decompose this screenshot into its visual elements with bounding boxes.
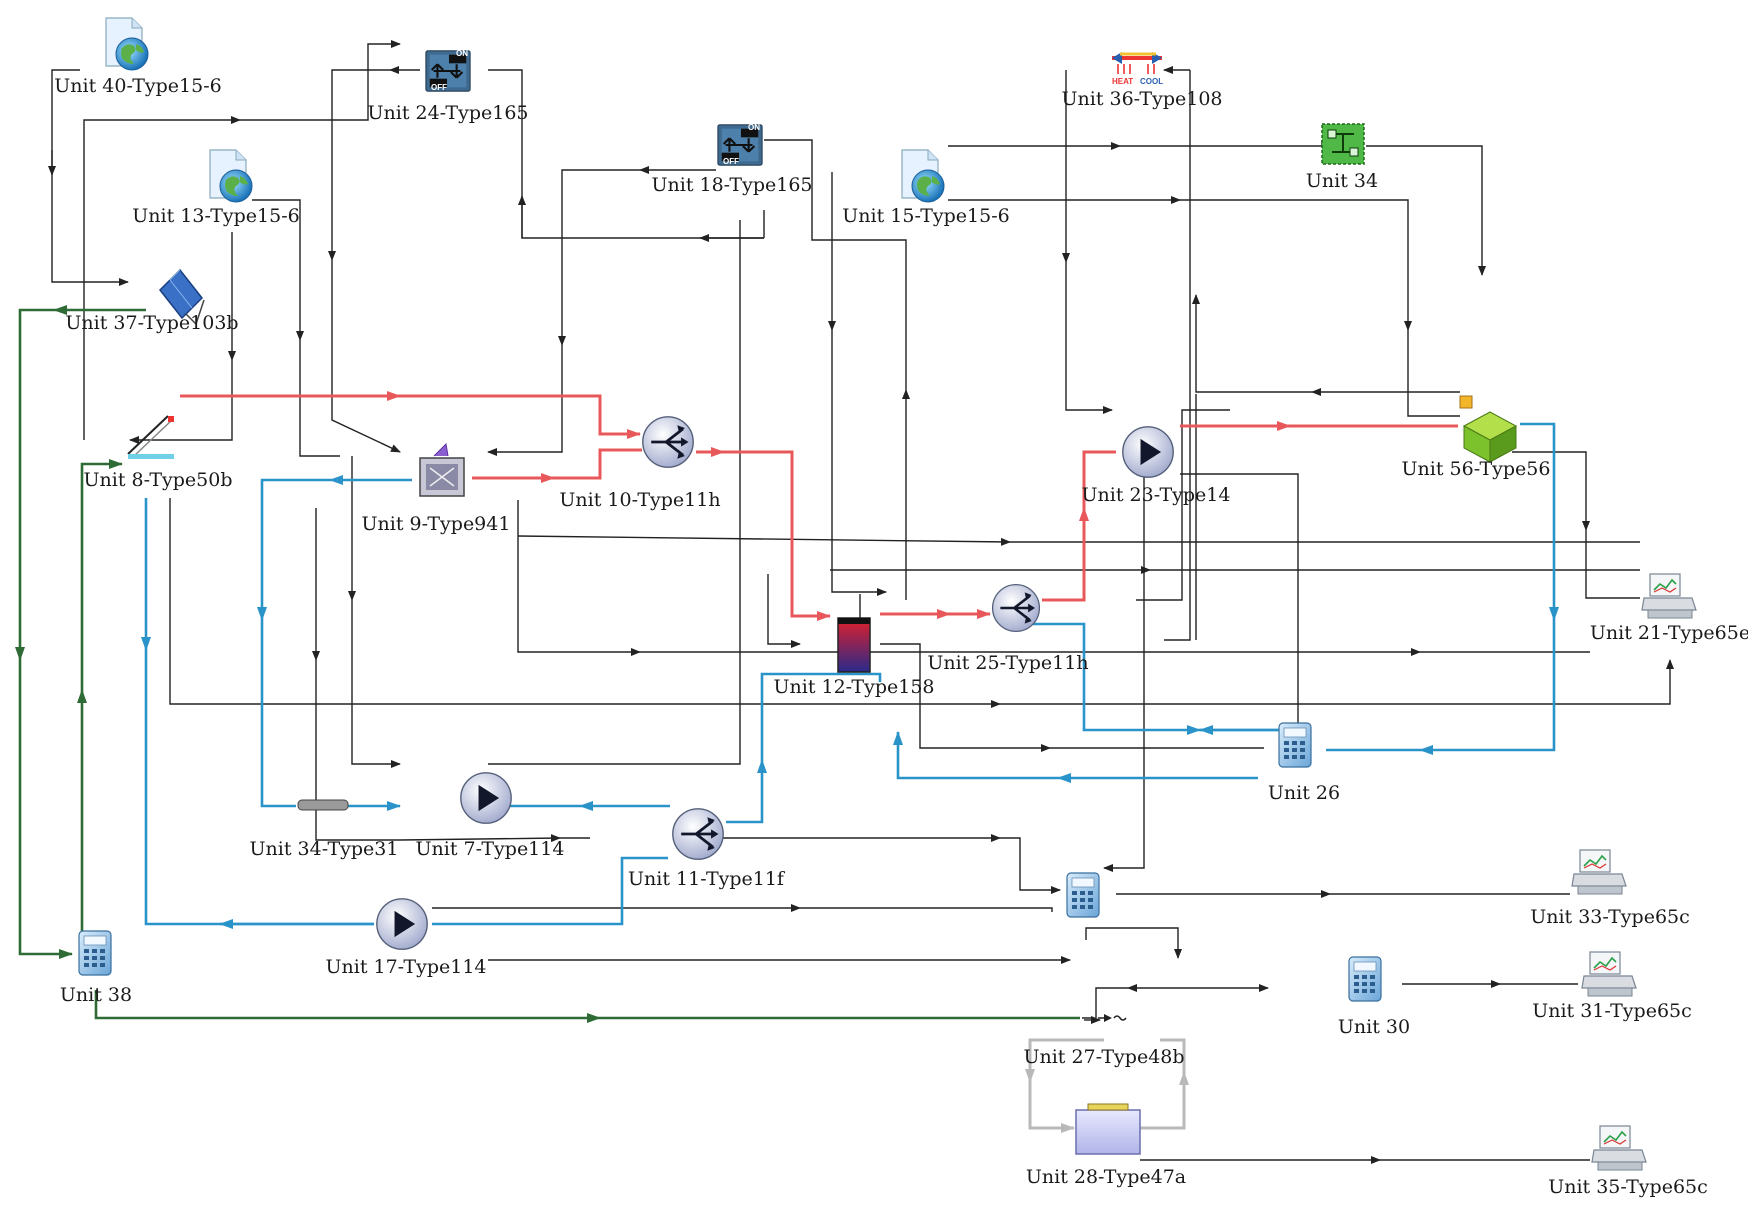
controller-on-text: ON <box>748 123 760 132</box>
unit-31-label: Unit 31-Type65c <box>1532 1000 1692 1022</box>
unit-13-label: Unit 13-Type15-6 <box>132 205 300 227</box>
logic-block-icon[interactable] <box>1321 123 1365 165</box>
unit-18-label: Unit 18-Type165 <box>651 174 813 196</box>
unit-36-label: Unit 36-Type108 <box>1061 88 1223 110</box>
online-plotter-icon[interactable] <box>1581 951 1637 997</box>
weather-data-icon[interactable] <box>209 149 253 203</box>
control-signal-wires <box>48 40 1674 1164</box>
calculator-icon[interactable] <box>78 930 112 976</box>
online-plotter-icon[interactable] <box>1571 849 1627 895</box>
unit-15-label: Unit 15-Type15-6 <box>842 205 1010 227</box>
unit-40-label: Unit 40-Type15-6 <box>54 75 222 97</box>
building-zone-icon[interactable] <box>1459 395 1518 463</box>
flow-diverter-icon[interactable] <box>641 415 695 469</box>
weather-data-icon[interactable] <box>901 149 945 203</box>
unit-34g-label: Unit 34 <box>1305 170 1379 192</box>
calculator-icon[interactable] <box>1348 956 1382 1002</box>
pump-icon[interactable] <box>376 898 428 950</box>
hot-fluid-loop <box>180 391 1458 621</box>
controller-off-text: OFF <box>431 83 447 92</box>
heat-pump-icon[interactable] <box>419 442 465 497</box>
unit-9-label: Unit 9-Type941 <box>361 513 511 535</box>
cool-label-text: COOL <box>1140 77 1163 86</box>
flow-diverter-icon[interactable] <box>991 583 1041 633</box>
inverter-icon[interactable] <box>1082 1014 1127 1022</box>
component-icons <box>78 17 1697 1171</box>
unit-23-label: Unit 23-Type14 <box>1081 484 1231 506</box>
pipe-icon[interactable] <box>297 799 349 811</box>
heat-cool-icon[interactable] <box>1112 52 1162 74</box>
icon-captions: ON OFF ON OFF HEAT COOL <box>431 49 1163 166</box>
unit-26-label: Unit 26 <box>1267 782 1341 804</box>
pump-icon[interactable] <box>1122 426 1174 478</box>
unit-12-label: Unit 12-Type158 <box>773 676 935 698</box>
unit-25-label: Unit 25-Type11h <box>927 652 1089 674</box>
online-plotter-icon[interactable] <box>1641 573 1697 619</box>
unit-33-label: Unit 33-Type65c <box>1530 906 1690 928</box>
solar-pv-panel-icon[interactable] <box>158 268 205 326</box>
unit-17-label: Unit 17-Type114 <box>325 956 487 978</box>
unit-7-label: Unit 7-Type114 <box>415 838 565 860</box>
weather-data-icon[interactable] <box>105 17 149 71</box>
battery-icon[interactable] <box>1075 1103 1141 1155</box>
unit-56-label: Unit 56-Type56 <box>1401 458 1551 480</box>
inverter-battery-loop <box>1025 1038 1189 1133</box>
unit-38-label: Unit 38 <box>59 984 133 1006</box>
calculator-icon[interactable] <box>1066 872 1100 918</box>
unit-28-label: Unit 28-Type47a <box>1025 1166 1187 1188</box>
pump-icon[interactable] <box>460 772 512 824</box>
electric-power-wires <box>15 305 1080 1023</box>
unit-10-label: Unit 10-Type11h <box>559 489 721 511</box>
unit-24-label: Unit 24-Type165 <box>367 102 529 124</box>
unit-21-label: Unit 21-Type65e <box>1589 622 1748 644</box>
unit-35-label: Unit 35-Type65c <box>1548 1176 1708 1198</box>
unit-30-label: Unit 30 <box>1337 1016 1411 1038</box>
calculator-icon[interactable] <box>1278 722 1312 768</box>
controller-off-text: OFF <box>723 157 739 166</box>
cold-fluid-loop <box>141 422 1559 929</box>
unit-37-label: Unit 37-Type103b <box>65 312 239 334</box>
unit-34-label: Unit 34-Type31 <box>249 838 399 860</box>
solar-collector-icon[interactable] <box>127 415 174 459</box>
unit-11-label: Unit 11-Type11f <box>628 868 784 890</box>
flow-mixer-icon[interactable] <box>671 807 725 861</box>
controller-on-text: ON <box>456 49 468 58</box>
heat-label-text: HEAT <box>1112 77 1133 86</box>
unit-8-label: Unit 8-Type50b <box>83 469 233 491</box>
storage-tank-icon[interactable] <box>837 617 871 673</box>
unit-27-label: Unit 27-Type48b <box>1023 1046 1185 1068</box>
online-plotter-icon[interactable] <box>1591 1125 1647 1171</box>
